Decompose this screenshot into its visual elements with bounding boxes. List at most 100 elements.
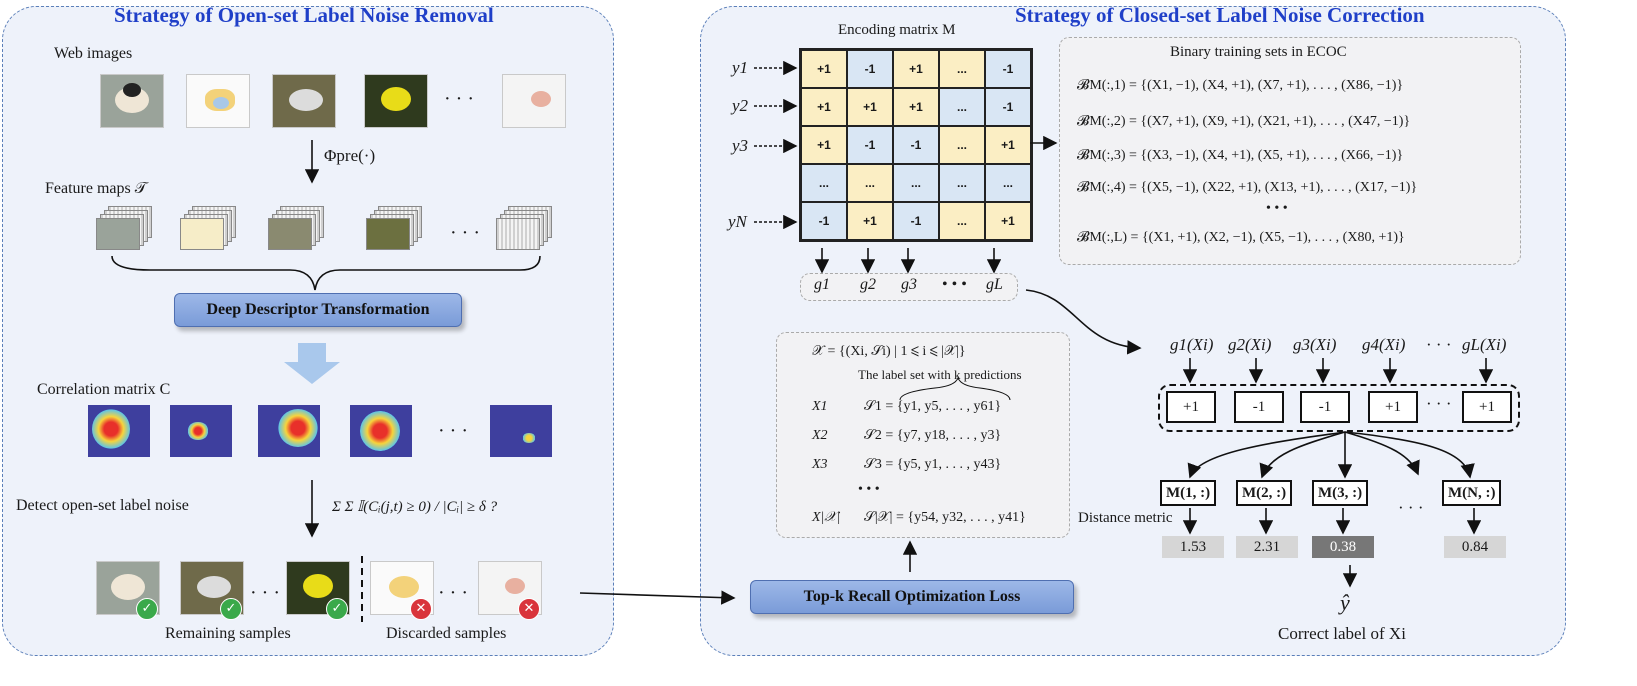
label-set-x-1: X1 xyxy=(812,399,828,414)
ecoc-dots: • • • xyxy=(1266,201,1288,216)
matrix-cell: ... xyxy=(985,164,1031,202)
label-set-header: 𝒳 = {(Xi, 𝒮i) | 1 ⩽ i ⩽ |𝒳|} xyxy=(812,344,966,359)
m-row-dots: · · · xyxy=(1398,498,1424,517)
check-icon: ✓ xyxy=(220,598,242,620)
g-function-dots: · · · xyxy=(1426,335,1452,354)
row-label-yN: yN xyxy=(728,212,747,231)
m-row-2: M(2, :) xyxy=(1236,480,1293,506)
label-set-s-2: 𝒮2 = {y7, y18, . . . , y3} xyxy=(864,428,1002,443)
codeword-bit-3: -1 xyxy=(1300,391,1350,423)
g-label-L: gL xyxy=(986,276,1003,293)
web-image-bird-1 xyxy=(100,74,164,128)
codeword-bit-L: +1 xyxy=(1462,391,1512,423)
ecoc-binary-sets-box xyxy=(1059,37,1521,265)
correct-label-caption: Correct label of Xi xyxy=(1278,624,1406,643)
encoding-matrix-label: Encoding matrix M xyxy=(838,22,956,38)
ecoc-line-1: 𝓑M(:,1) = {(X1, −1), (X4, +1), (X7, +1),… xyxy=(1077,78,1404,93)
matrix-cell: +1 xyxy=(801,126,847,164)
matrix-cell: +1 xyxy=(801,88,847,126)
matrix-cell: +1 xyxy=(893,88,939,126)
matrix-cell: ... xyxy=(939,202,985,240)
label-set-x-3: X3 xyxy=(812,457,828,472)
matrix-cell: ... xyxy=(801,164,847,202)
codeword-bit-4: +1 xyxy=(1368,391,1418,423)
matrix-cell: -1 xyxy=(985,50,1031,88)
web-image-bird-3 xyxy=(364,74,428,128)
remaining-samples-label: Remaining samples xyxy=(165,625,291,642)
noise-criterion: Σ Σ 𝕀(Cᵢ(j,t) ≥ 0) / |Cᵢ| ≥ δ ? xyxy=(332,499,498,515)
feature-map-4 xyxy=(366,206,424,250)
matrix-cell: -1 xyxy=(801,202,847,240)
distance-value-2: 2.31 xyxy=(1236,536,1298,558)
matrix-cell: -1 xyxy=(847,50,893,88)
cross-icon: ✕ xyxy=(410,598,432,620)
check-icon: ✓ xyxy=(326,598,348,620)
encoding-matrix: +1-1+1...-1+1+1+1...-1+1-1-1...+1.......… xyxy=(799,48,1033,242)
matrix-cell: +1 xyxy=(847,202,893,240)
label-set-box xyxy=(776,332,1070,538)
correlation-matrix-label: Correlation matrix C xyxy=(37,381,171,398)
codeword-box xyxy=(1158,384,1520,432)
label-set-s-n: 𝒮|𝒳| = {y54, y32, . . . , y41} xyxy=(864,510,1026,525)
g-label-2: g2 xyxy=(860,276,876,293)
correlation-heatmap-1 xyxy=(88,405,150,457)
open-set-title: Strategy of Open-set Label Noise Removal xyxy=(114,3,494,27)
label-set-x-2: X2 xyxy=(812,428,828,443)
correlation-heatmap-2 xyxy=(170,405,232,457)
feature-map-3 xyxy=(268,206,326,250)
matrix-cell: +1 xyxy=(985,126,1031,164)
g-function-2: g2(Xi) xyxy=(1228,335,1272,354)
matrix-cell: +1 xyxy=(893,50,939,88)
closed-set-title: Strategy of Closed-set Label Noise Corre… xyxy=(1015,3,1425,27)
codeword-bit-2: -1 xyxy=(1234,391,1284,423)
distance-value-3: 0.38 xyxy=(1312,536,1374,558)
ecoc-line-2: 𝓑M(:,2) = {(X7, +1), (X9, +1), (X21, +1)… xyxy=(1077,114,1411,129)
label-set-dots: • • • xyxy=(858,482,880,497)
label-set-s-1: 𝒮1 = {y1, y5, . . . , y61} xyxy=(864,399,1002,414)
matrix-cell: +1 xyxy=(801,50,847,88)
g-function-3: g3(Xi) xyxy=(1293,335,1337,354)
distance-metric-label: Distance metric xyxy=(1078,510,1173,526)
g-function-1: g1(Xi) xyxy=(1170,335,1214,354)
matrix-cell: -1 xyxy=(893,126,939,164)
row-label-y3: y3 xyxy=(732,136,749,155)
web-image-map-2 xyxy=(502,74,566,128)
ecoc-line-L: 𝓑M(:,L) = {(X1, +1), (X2, −1), (X5, −1),… xyxy=(1077,230,1405,245)
feature-maps-label: Feature maps 𝒯 xyxy=(45,180,148,197)
matrix-cell: -1 xyxy=(893,202,939,240)
web-images-label: Web images xyxy=(54,45,133,62)
m-row-1: M(1, :) xyxy=(1160,480,1217,506)
label-set-s-3: 𝒮3 = {y5, y1, . . . , y43} xyxy=(864,457,1002,472)
matrix-cell: ... xyxy=(939,50,985,88)
matrix-cell: -1 xyxy=(985,88,1031,126)
matrix-cell: +1 xyxy=(847,88,893,126)
m-row-3: M(3, :) xyxy=(1312,480,1369,506)
top-k-recall-loss-button[interactable]: Top-k Recall Optimization Loss xyxy=(750,580,1074,614)
remaining-ellipsis: · · · xyxy=(250,582,280,604)
ecoc-title: Binary training sets in ECOC xyxy=(1170,44,1347,60)
predicted-label-y-hat: ŷ xyxy=(1340,590,1350,615)
ecoc-line-4: 𝓑M(:,4) = {(X5, −1), (X22, +1), (X13, +1… xyxy=(1077,180,1418,195)
label-set-x-n: X|𝒳| xyxy=(812,510,841,525)
feature-maps-ellipsis: · · · xyxy=(450,222,480,244)
matrix-cell: -1 xyxy=(847,126,893,164)
deep-descriptor-transformation-button[interactable]: Deep Descriptor Transformation xyxy=(174,293,462,327)
cross-icon: ✕ xyxy=(518,598,540,620)
discarded-ellipsis: · · · xyxy=(438,582,468,604)
correlation-heatmap-3 xyxy=(258,405,320,457)
correlation-heatmap-4 xyxy=(350,405,412,457)
row-label-y1: y1 xyxy=(732,58,749,77)
matrix-cell: ... xyxy=(939,164,985,202)
correlation-heatmap-5 xyxy=(490,405,552,457)
check-icon: ✓ xyxy=(136,598,158,620)
heatmap-ellipsis: · · · xyxy=(438,420,468,442)
feature-map-2 xyxy=(180,206,238,250)
g-label-dots: • • • xyxy=(942,276,967,293)
feature-map-1 xyxy=(96,206,154,250)
matrix-cell: ... xyxy=(939,126,985,164)
matrix-cell: ... xyxy=(939,88,985,126)
web-image-map-1 xyxy=(186,74,250,128)
codeword-dots: · · · xyxy=(1426,394,1452,413)
web-image-bird-2 xyxy=(272,74,336,128)
